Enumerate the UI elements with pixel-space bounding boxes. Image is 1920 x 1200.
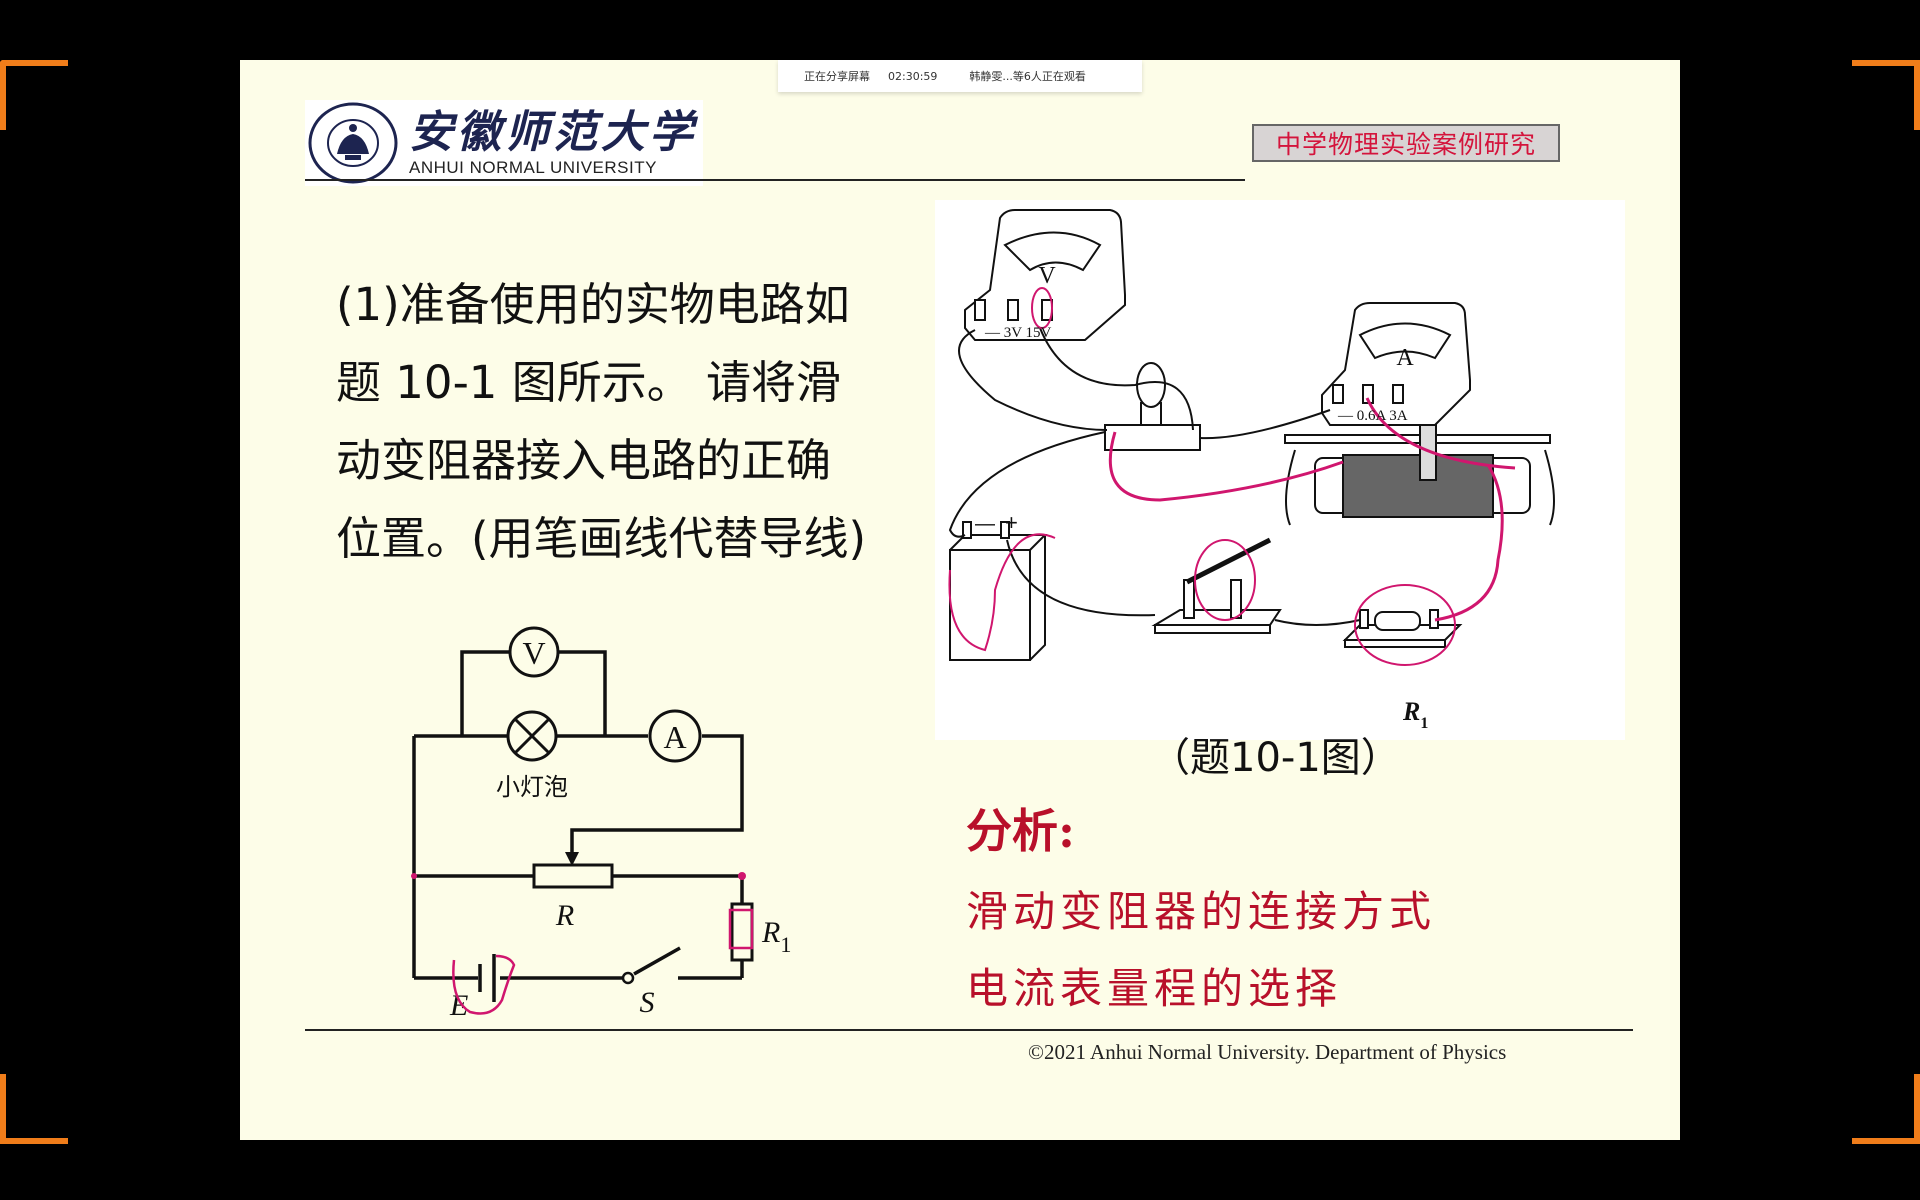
question-line: (1)准备使用的实物电路如 [336, 278, 850, 331]
svg-text:R: R [555, 899, 574, 932]
corner-bracket-top-left [0, 60, 68, 130]
ammeter-symbol [648, 709, 702, 763]
corner-bracket-top-right [1852, 60, 1920, 130]
svg-text:+: + [1005, 510, 1018, 535]
svg-text:— 0.6A 3A: — 0.6A 3A [1337, 408, 1408, 424]
battery-device [949, 549, 1031, 661]
question-text: (1)准备使用的实物电路如 题 10-1 图所示。 请将滑 动变阻器接入电路的正… [336, 266, 916, 578]
analysis-item: 电流表量程的选择 [966, 964, 1343, 1013]
footer-divider [305, 1029, 1633, 1031]
university-name-en: ANHUI NORMAL UNIVERSITY [409, 158, 657, 177]
svg-text:E: E [449, 989, 468, 1020]
svg-text:A: A [663, 719, 686, 755]
analysis-heading: 分析: [966, 804, 1075, 858]
share-status: 正在分享屏幕 [804, 70, 870, 83]
course-title-badge: 中学物理实验案例研究 [1252, 124, 1560, 162]
university-seal-icon [308, 102, 398, 184]
rheostat-device [1284, 434, 1551, 444]
question-line: 动变阻器接入电路的正确 [336, 434, 832, 487]
question-line: 题 10-1 图所示。 请将滑 [336, 356, 842, 409]
corner-bracket-bottom-right [1852, 1074, 1920, 1144]
screen-share-bar[interactable]: 正在分享屏幕 02:30:59 韩静雯...等6人正在观看 [778, 60, 1142, 92]
svg-text:—: — [975, 513, 995, 535]
svg-text:A: A [1396, 345, 1414, 371]
svg-text:V: V [1038, 263, 1056, 289]
circuit-schematic: V 小灯泡 A R R1 E S [411, 626, 791, 1020]
voltmeter-symbol [508, 626, 560, 678]
svg-text:— 3V 15V: — 3V 15V [984, 325, 1052, 341]
university-name-cn: 安徽师范大学 [409, 107, 697, 158]
share-elapsed-time: 02:30:59 [888, 69, 938, 83]
figure-caption: （题10-1图） [1150, 735, 1401, 781]
share-viewers: 韩静雯...等6人正在观看 [969, 70, 1086, 83]
svg-text:V: V [522, 635, 545, 671]
svg-text:R1: R1 [761, 916, 791, 957]
svg-text:小灯泡: 小灯泡 [496, 773, 568, 801]
svg-text:R1: R1 [1402, 697, 1428, 732]
analysis-item: 滑动变阻器的连接方式 [966, 887, 1437, 936]
corner-bracket-bottom-left [0, 1074, 68, 1144]
svg-text:S: S [640, 986, 655, 1019]
switch-device [1151, 609, 1282, 626]
physical-circuit-image: V — 3V 15V A — 0.6A 3A — + R1 [935, 200, 1625, 740]
header-divider [305, 179, 1245, 181]
question-line: 位置。(用笔画线代替导线) [336, 512, 867, 565]
copyright-footer: ©2021 Anhui Normal University. Departmen… [1028, 1040, 1507, 1064]
university-logo: 安徽师范大学 ANHUI NORMAL UNIVERSITY [305, 100, 703, 186]
bulb-device [1104, 424, 1201, 451]
